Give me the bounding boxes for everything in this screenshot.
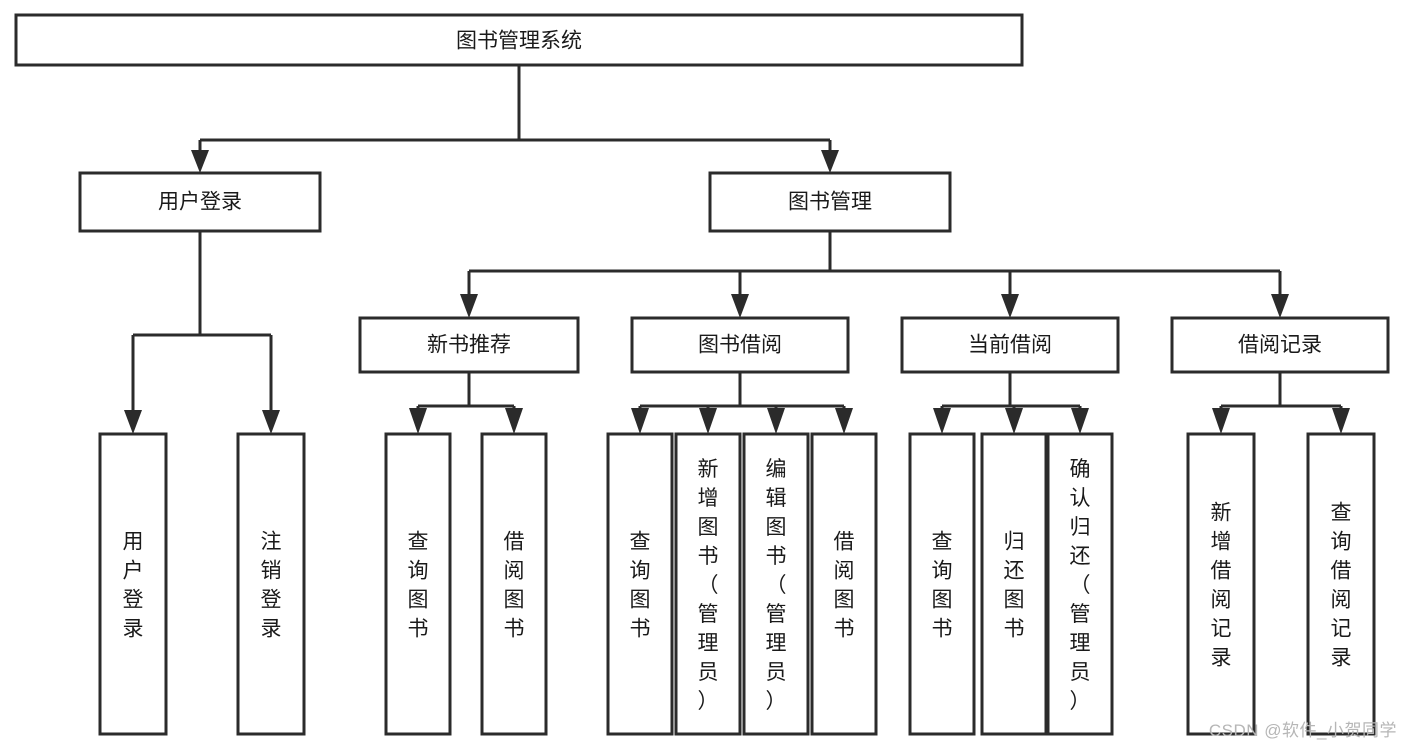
node-current-borrow[interactable]: 当前借阅: [900, 316, 1120, 374]
node-leaf-label: 新增图书（管理员）: [698, 458, 719, 713]
node-leaf-label: 新增借阅记录: [1211, 502, 1232, 670]
node-leaf-label: 查询借阅记录: [1331, 502, 1352, 670]
node-leaf-box[interactable]: [606, 432, 674, 736]
node-user-login-box[interactable]: [78, 171, 322, 233]
node-root-box[interactable]: [14, 13, 1024, 67]
node-leaf-label: 借阅图书: [834, 531, 855, 641]
node-leaf-label: 查询图书: [408, 531, 429, 641]
arrow-head-book-borrow-leaf-1: [631, 408, 649, 434]
node-leaf-box[interactable]: [742, 432, 810, 736]
node-leaf-box[interactable]: [98, 432, 168, 736]
node-leaf-label: 查询图书: [932, 531, 953, 641]
node-leaf-current-borrow-1[interactable]: 查询图书: [908, 432, 976, 736]
node-leaf-label: 确认归还（管理员）: [1070, 458, 1091, 713]
node-user-login-label: 用户登录: [158, 191, 242, 214]
arrow-head-current-borrow-leaf-1: [933, 408, 951, 434]
node-leaf-box[interactable]: [980, 432, 1048, 736]
node-leaf-box[interactable]: [1306, 432, 1376, 736]
node-leaf-label: 查询图书: [630, 531, 651, 641]
arrow-head-borrow-record-leaf-1: [1212, 408, 1230, 434]
node-book-borrow[interactable]: 图书借阅: [630, 316, 850, 374]
node-root[interactable]: 图书管理系统: [14, 13, 1024, 67]
node-leaf-new-book-1[interactable]: 查询图书: [384, 432, 452, 736]
node-leaf-book-borrow-3[interactable]: 编辑图书（管理员）: [742, 432, 810, 736]
node-leaf-box[interactable]: [674, 432, 742, 736]
arrow-head-borrow-record: [1271, 294, 1289, 318]
node-current-borrow-label: 当前借阅: [968, 334, 1052, 357]
node-leaf-box[interactable]: [384, 432, 452, 736]
node-user-login[interactable]: 用户登录: [78, 171, 322, 233]
node-leaf-user-login-1[interactable]: 用户登录: [98, 432, 168, 736]
arrow-head-borrow-record-leaf-2: [1332, 408, 1350, 434]
node-leaf-current-borrow-2[interactable]: 归还图书: [980, 432, 1048, 736]
node-leaf-label: 编辑图书（管理员）: [766, 458, 787, 713]
node-borrow-record[interactable]: 借阅记录: [1170, 316, 1390, 374]
node-book-borrow-label: 图书借阅: [698, 334, 782, 357]
node-leaf-book-borrow-1[interactable]: 查询图书: [606, 432, 674, 736]
node-leaf-label: 用户登录: [123, 531, 144, 641]
arrow-head-current-borrow-leaf-2: [1005, 408, 1023, 434]
node-leaf-box[interactable]: [908, 432, 976, 736]
arrow-head-user-login: [191, 150, 209, 173]
node-leaf-label: 归还图书: [1004, 531, 1025, 641]
node-root-label: 图书管理系统: [456, 30, 582, 53]
node-leaf-box[interactable]: [1046, 432, 1114, 736]
node-leaf-new-book-2[interactable]: 借阅图书: [480, 432, 548, 736]
node-leaf-label: 借阅图书: [504, 531, 525, 641]
node-book-manage-label: 图书管理: [788, 191, 872, 214]
node-book-manage-box[interactable]: [708, 171, 952, 233]
node-leaf-box[interactable]: [1186, 432, 1256, 736]
arrow-head-book-borrow-leaf-2: [699, 408, 717, 434]
node-new-book-recommend[interactable]: 新书推荐: [358, 316, 580, 374]
node-borrow-record-label: 借阅记录: [1238, 334, 1322, 357]
arrow-head-new-book-recommend: [460, 294, 478, 318]
node-new-book-recommend-label: 新书推荐: [427, 334, 511, 357]
arrow-head-book-borrow: [731, 294, 749, 318]
node-book-manage[interactable]: 图书管理: [708, 171, 952, 233]
node-leaf-box[interactable]: [810, 432, 878, 736]
node-new-book-recommend-box[interactable]: [358, 316, 580, 374]
node-leaf-book-borrow-4[interactable]: 借阅图书: [810, 432, 878, 736]
node-leaf-current-borrow-3[interactable]: 确认归还（管理员）: [1046, 432, 1114, 736]
arrow-head-user-login-leaf-1: [124, 410, 142, 434]
arrow-head-new-book-leaf-2: [505, 408, 523, 434]
arrow-head-user-login-leaf-2: [262, 410, 280, 434]
arrow-head-book-borrow-leaf-3: [767, 408, 785, 434]
node-leaf-borrow-record-1[interactable]: 新增借阅记录: [1186, 432, 1256, 736]
arrow-head-current-borrow: [1001, 294, 1019, 318]
node-leaf-borrow-record-2[interactable]: 查询借阅记录: [1306, 432, 1376, 736]
arrow-head-book-manage: [821, 150, 839, 173]
node-book-borrow-box[interactable]: [630, 316, 850, 374]
connector-layer: [124, 65, 1350, 434]
arrow-head-new-book-leaf-1: [409, 408, 427, 434]
node-leaf-user-login-2[interactable]: 注销登录: [236, 432, 306, 736]
node-borrow-record-box[interactable]: [1170, 316, 1390, 374]
node-leaf-label: 注销登录: [261, 531, 282, 641]
node-leaf-box[interactable]: [236, 432, 306, 736]
node-leaf-book-borrow-2[interactable]: 新增图书（管理员）: [674, 432, 742, 736]
arrow-head-book-borrow-leaf-4: [835, 408, 853, 434]
node-current-borrow-box[interactable]: [900, 316, 1120, 374]
node-leaf-box[interactable]: [480, 432, 548, 736]
arrow-head-current-borrow-leaf-3: [1071, 408, 1089, 434]
